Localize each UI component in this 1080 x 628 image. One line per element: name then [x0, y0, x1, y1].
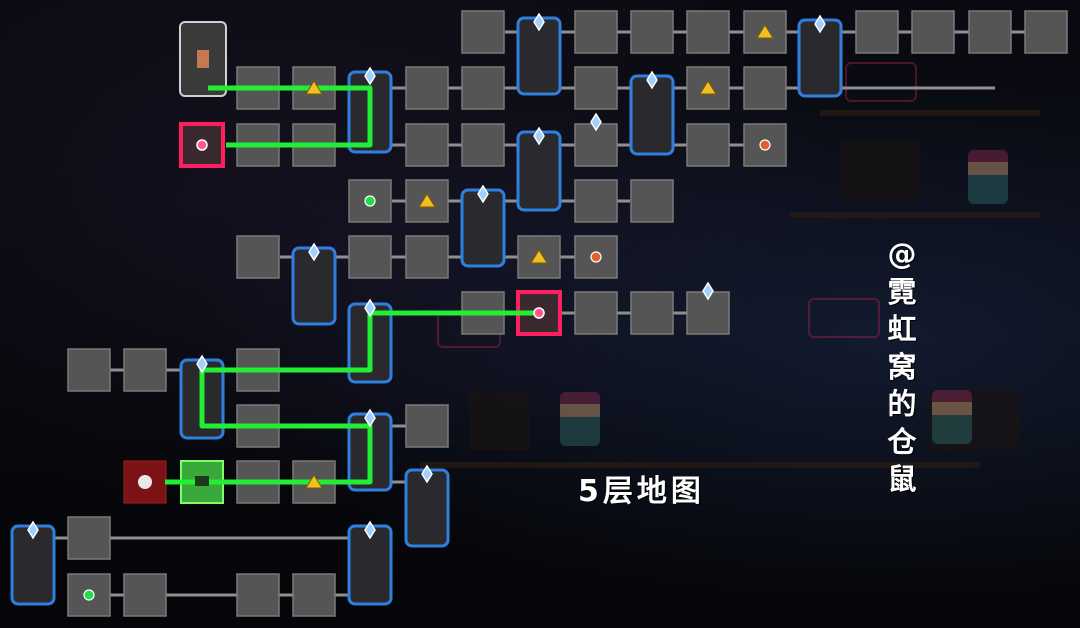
room: [67, 516, 111, 560]
floor-caption: 5层地图: [578, 474, 705, 509]
path-segment: [165, 310, 539, 485]
background-shelf: [420, 462, 980, 468]
watermark-char: @: [887, 237, 917, 271]
crystal-gem-icon: [477, 184, 489, 204]
crystal-gem-icon: [196, 354, 208, 374]
current-position-icon: [533, 307, 545, 319]
room: [461, 10, 505, 54]
crystal-gem-icon: [364, 298, 376, 318]
room: [574, 179, 618, 223]
green-orb-icon: [364, 195, 376, 207]
crystal-gem-icon: [646, 70, 658, 90]
watermark-char: 霓: [887, 274, 917, 309]
crystal-gem-icon: [364, 408, 376, 428]
treasure-triangle-icon: [530, 249, 548, 264]
shopkeeper-npc: [968, 150, 1008, 204]
room: [236, 235, 280, 279]
treasure-triangle-icon: [699, 80, 717, 95]
room: [968, 10, 1012, 54]
crystal-gem-icon: [814, 14, 826, 34]
room: [574, 66, 618, 110]
watermark-char: 仓: [887, 424, 917, 459]
green-orb-icon: [83, 589, 95, 601]
crystal-gem-icon: [308, 242, 320, 262]
shopkeeper-npc: [932, 390, 972, 444]
room: [405, 123, 449, 167]
neon-cart-sign: [845, 62, 917, 102]
room-icons: [27, 12, 826, 601]
room: [123, 573, 167, 617]
crystal-gem-icon: [364, 66, 376, 86]
treasure-triangle-icon: [756, 24, 774, 39]
background-crate: [930, 390, 1020, 450]
tall-rooms: [10, 16, 843, 606]
watermark-char: 的: [887, 387, 917, 421]
room: [461, 123, 505, 167]
room: [123, 348, 167, 392]
author-watermark: @ 霓 虹 窝 的 仓 鼠: [882, 236, 922, 499]
room: [574, 10, 618, 54]
path-segment: [208, 85, 373, 148]
room: [630, 10, 674, 54]
room: [292, 573, 336, 617]
current-position-icon: [196, 139, 208, 151]
room: [67, 348, 111, 392]
room: [855, 10, 899, 54]
background-shelf: [820, 110, 1040, 116]
room: [911, 10, 955, 54]
room: [405, 404, 449, 448]
room: [686, 10, 730, 54]
room: [686, 123, 730, 167]
start-chest-icon: [195, 476, 209, 486]
neon-cart-sign: [808, 298, 880, 338]
treasure-triangle-icon: [305, 80, 323, 95]
room: [236, 573, 280, 617]
room: [461, 66, 505, 110]
shopkeeper-npc: [560, 392, 600, 446]
room: [574, 291, 618, 335]
room: [348, 235, 392, 279]
shop-orb-icon: [590, 251, 602, 263]
crystal-gem-icon: [27, 520, 39, 540]
crystal-gem-icon: [364, 520, 376, 540]
watermark-char: 虹: [887, 312, 917, 346]
crystal-gem-icon: [421, 464, 433, 484]
room: [1024, 10, 1068, 54]
watermark-char: 鼠: [887, 462, 917, 496]
background-crate: [470, 390, 530, 450]
crystal-gem-icon: [533, 126, 545, 146]
background-shelf: [790, 212, 1040, 218]
visited-path: [165, 85, 539, 485]
room: [630, 291, 674, 335]
crystal-gem-icon: [533, 12, 545, 32]
watermark-char: 窝: [887, 349, 917, 384]
elevator-exit-icon: [197, 50, 209, 68]
room: [405, 235, 449, 279]
treasure-triangle-icon: [305, 474, 323, 489]
room: [405, 66, 449, 110]
crystal-gem-icon: [702, 281, 714, 301]
room: [743, 66, 787, 110]
boss-skull-icon: [138, 475, 152, 489]
shop-orb-icon: [759, 139, 771, 151]
treasure-triangle-icon: [418, 193, 436, 208]
background-crate: [840, 140, 920, 200]
crystal-gem-icon: [590, 112, 602, 132]
room: [630, 179, 674, 223]
